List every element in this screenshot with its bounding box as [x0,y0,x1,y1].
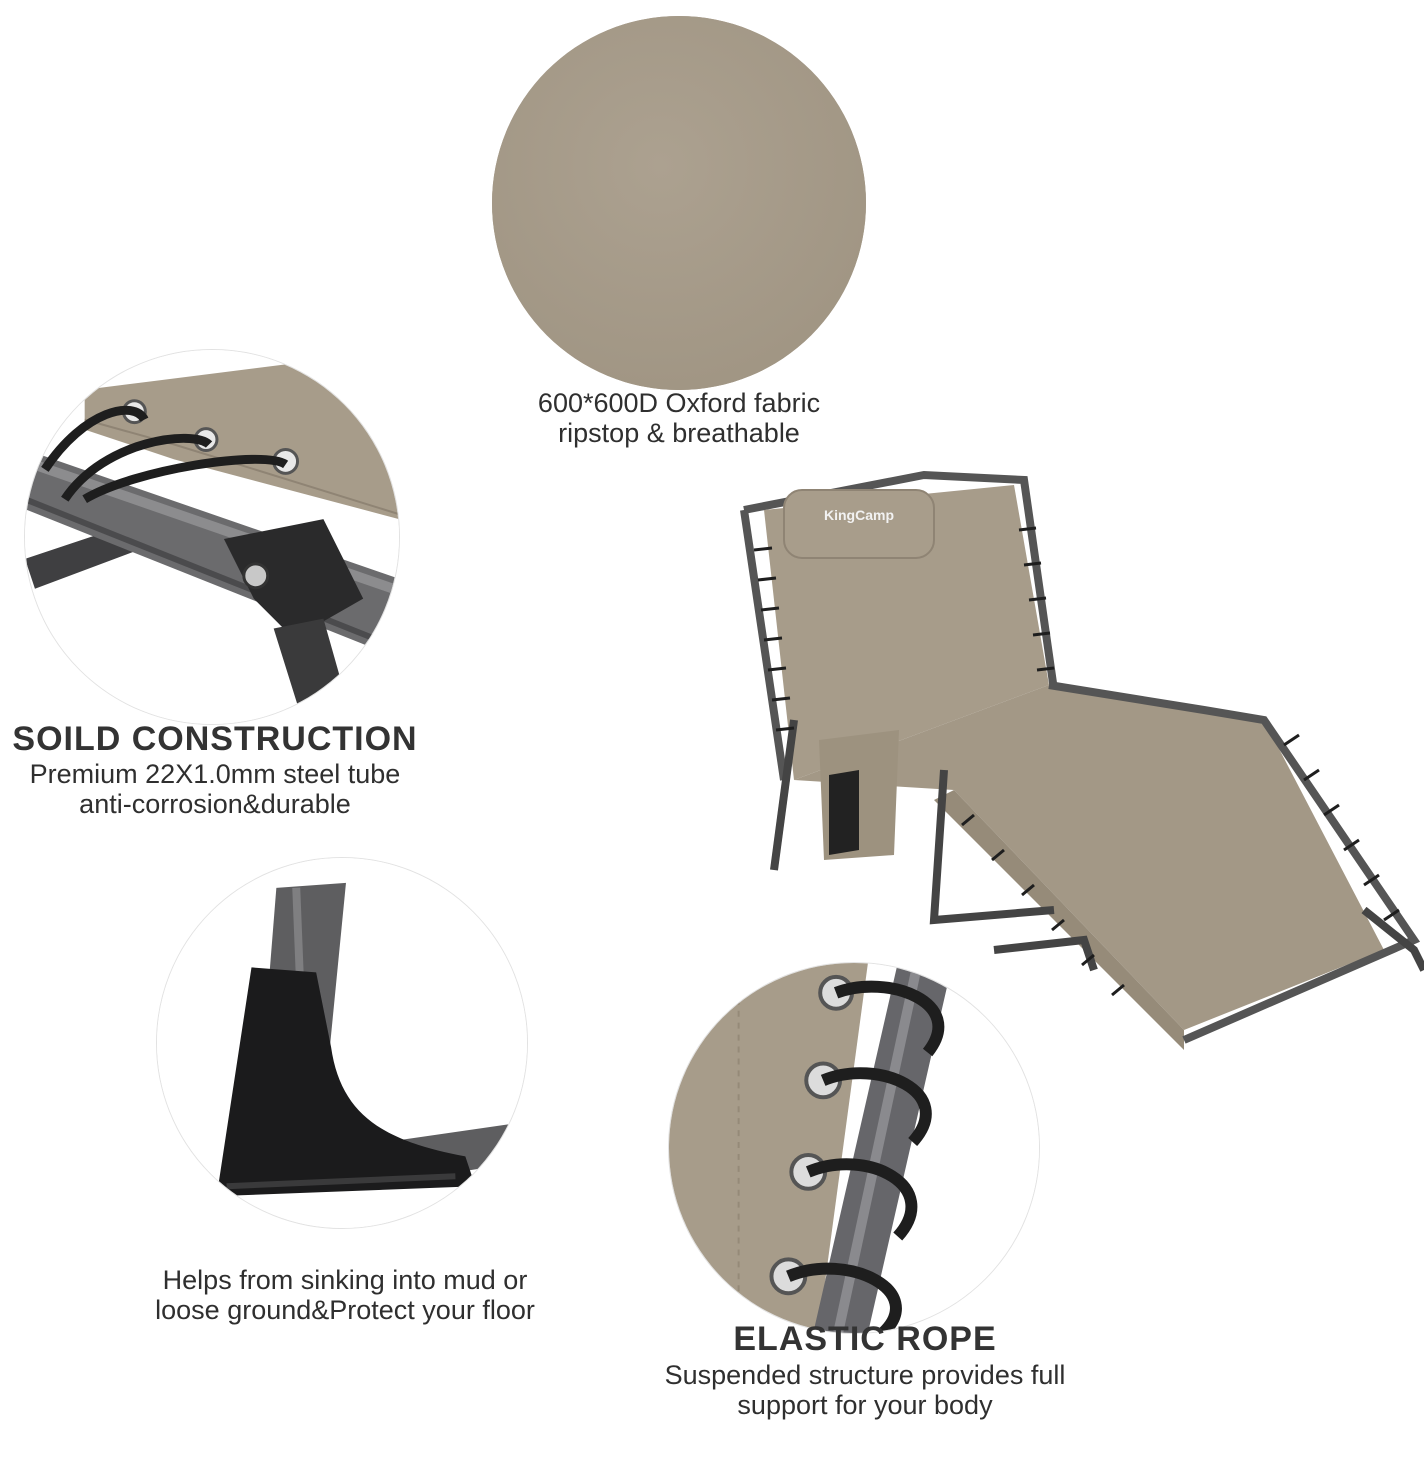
foot-caption-line1: Helps from sinking into mud or [162,1265,528,1295]
steel-caption-line1: Premium 22X1.0mm steel tube [29,759,401,789]
fabric-caption-line2: ripstop & breathable [558,418,800,448]
chaise-lounge-chair-image: KingCamp [724,470,1426,1060]
elastic-rope-detail-image [668,962,1040,1334]
fabric-caption: 600*600D Oxford fabric ripstop & breatha… [492,388,866,448]
steel-caption-title: SOILD CONSTRUCTION [12,720,418,758]
foot-caption: Helps from sinking into mud or loose gro… [110,1265,580,1325]
foot-caption-line2: loose ground&Protect your floor [155,1295,535,1325]
chair-brand-logo: KingCamp [824,507,894,523]
steel-tube-detail-image [24,349,400,725]
fabric-caption-line1: 600*600D Oxford fabric [537,388,821,418]
rope-caption-title: ELASTIC ROPE [733,1320,997,1358]
steel-caption: SOILD CONSTRUCTION Premium 22X1.0mm stee… [0,719,430,819]
rope-caption-line2: support for your body [737,1390,993,1420]
fabric-swatch-image [492,16,866,390]
foot-pad-detail-image [156,857,528,1229]
rope-caption-line1: Suspended structure provides full [664,1360,1066,1390]
rope-caption: ELASTIC ROPE Suspended structure provide… [600,1318,1130,1420]
steel-caption-line2: anti-corrosion&durable [79,789,351,819]
